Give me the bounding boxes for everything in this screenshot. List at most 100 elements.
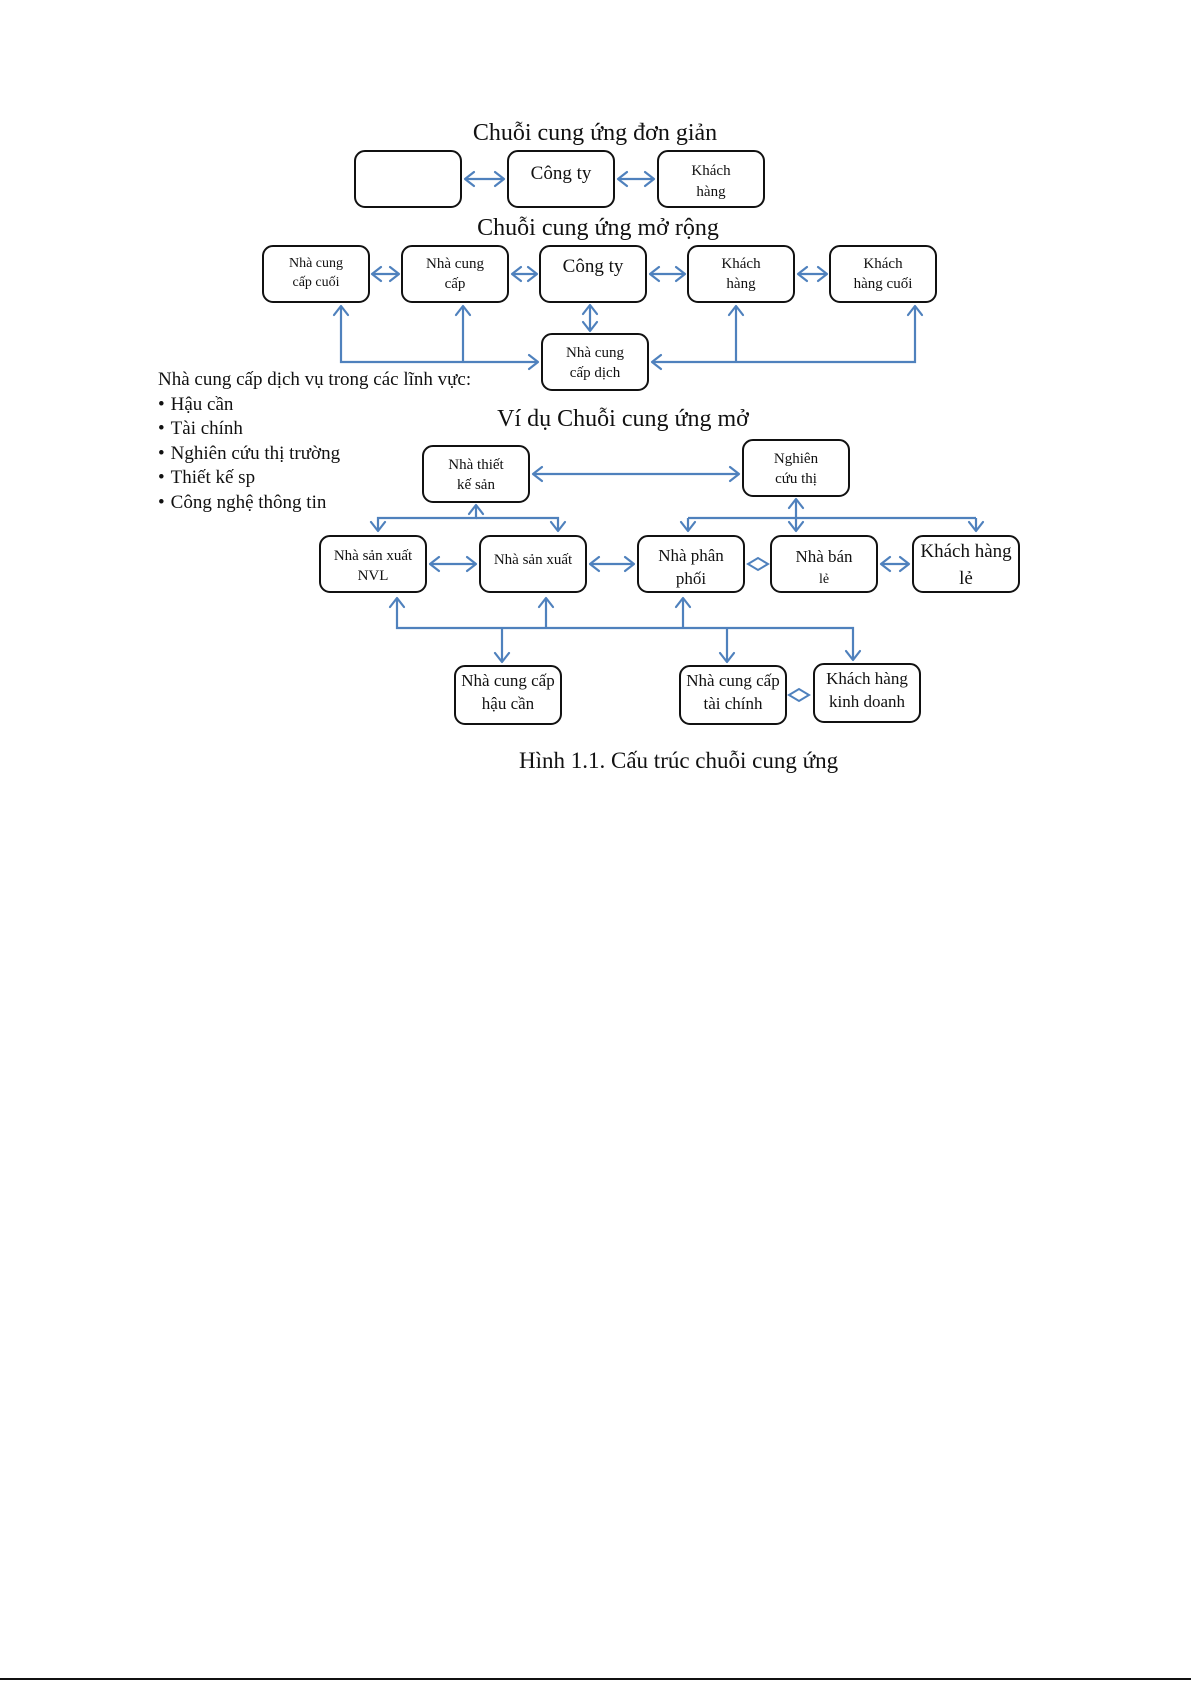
node-research-label-2: cứu thị xyxy=(775,471,817,487)
arrowhead-19 xyxy=(906,304,924,317)
service-item-finance: Tài chính xyxy=(158,417,488,442)
node-retail-customer-label-2: lẻ xyxy=(959,568,973,589)
arrowhead-17 xyxy=(454,304,472,317)
arrowhead-22 xyxy=(728,465,741,483)
node-ultimate-customer-label-2: hàng cuối xyxy=(854,276,913,292)
node-raw-maker: Nhà sản xuất NVL xyxy=(319,535,427,593)
supply-chain-diagram: Chuỗi cung ứng đơn giản Công ty Khách hà… xyxy=(262,120,1020,725)
arrowhead-32 xyxy=(588,555,601,573)
node-ultimate-customer: Khách hàng cuối xyxy=(829,245,937,303)
arrowhead-11 xyxy=(796,265,809,283)
service-provider-list: Nhà cung cấp dịch vụ trong các lĩnh vực:… xyxy=(158,368,488,515)
arrowhead-26 xyxy=(787,497,805,510)
node-supplier: Nhà cung cấp xyxy=(401,245,509,303)
node-business-customer-label-2: kinh doanh xyxy=(829,692,906,711)
arrowhead-25 xyxy=(549,520,567,533)
arrowhead-16 xyxy=(527,353,540,371)
node-simple-customer-label-1: Khách xyxy=(691,163,731,179)
node-ultimate-customer-label-1: Khách xyxy=(863,256,903,272)
arrowhead-15 xyxy=(332,304,350,317)
node-raw-maker-label-1: Nhà sản xuất xyxy=(334,548,413,564)
node-logistics-label-2: hậu cần xyxy=(482,694,535,713)
arrowhead-13 xyxy=(581,303,599,316)
arrowhead-24 xyxy=(369,520,387,533)
node-research: Nghiên cứu thị xyxy=(742,439,850,497)
arrowhead-39 xyxy=(674,596,692,609)
service-list-title: Nhà cung cấp dịch vụ trong các lĩnh vực: xyxy=(158,369,472,390)
arrowhead-37 xyxy=(844,649,862,662)
node-logistics: Nhà cung cấp hậu cần xyxy=(454,665,562,725)
node-ultimate-supplier-label-2: cấp cuối xyxy=(292,275,339,290)
arrowhead-3 xyxy=(616,170,629,188)
arrowhead-31 xyxy=(465,555,478,573)
arrowhead-36 xyxy=(388,596,406,609)
arrowhead-14 xyxy=(581,320,599,333)
connectors xyxy=(332,170,985,703)
node-simple-customer: Khách hàng xyxy=(657,150,765,208)
node-logistics-label-1: Nhà cung cấp xyxy=(461,671,554,690)
node-business-customer-label-1: Khách hàng xyxy=(826,669,908,688)
arrowhead-38 xyxy=(537,596,555,609)
bus-right-connector xyxy=(652,306,917,364)
node-supplier-label-2: cấp xyxy=(445,276,466,292)
node-finance-label-2: tài chính xyxy=(703,694,763,713)
arrowhead-33 xyxy=(623,555,636,573)
node-retailer-label-1: Nhà bán xyxy=(795,547,853,566)
node-customer-label-2: hàng xyxy=(726,276,756,292)
node-retail-customer: Khách hàng lẻ xyxy=(912,535,1020,593)
simple-chain-title: Chuỗi cung ứng đơn giản xyxy=(473,120,717,146)
node-service-provider: Nhà cung cấp dịch xyxy=(541,333,649,391)
arrowhead-41 xyxy=(718,651,736,664)
service-item-market-research: Nghiên cứu thị trường xyxy=(158,442,488,467)
node-distributor-label-1: Nhà phân xyxy=(658,546,724,565)
service-item-logistics: Hậu cần xyxy=(158,393,488,418)
node-maker-label: Nhà sản xuất xyxy=(494,552,573,568)
page-footer-rule xyxy=(0,1678,1191,1680)
node-simple-customer-label-2: hàng xyxy=(696,184,726,200)
arrowhead-20 xyxy=(727,304,745,317)
extended-chain-title: Chuỗi cung ứng mở rộng xyxy=(477,215,719,241)
arrowhead-29 xyxy=(967,520,985,533)
arrowhead-30 xyxy=(428,555,441,573)
example-chain-title: Ví dụ Chuỗi cung ứng mở xyxy=(497,406,749,432)
node-company-label: Công ty xyxy=(563,256,624,277)
arrowhead-5 xyxy=(370,265,383,283)
node-retailer-label-2: lẻ xyxy=(819,572,829,587)
arrowhead-1 xyxy=(463,170,476,188)
arrowhead-7 xyxy=(510,265,523,283)
node-service-provider-label-1: Nhà cung xyxy=(566,345,624,361)
node-ultimate-supplier-label-1: Nhà cung xyxy=(289,256,343,271)
node-company: Công ty xyxy=(539,245,647,303)
node-supplier-label-1: Nhà cung xyxy=(426,256,484,272)
arrowhead-21 xyxy=(531,465,544,483)
node-maker: Nhà sản xuất xyxy=(479,535,587,593)
bus-left-connector xyxy=(339,306,538,364)
node-service-provider-label-2: cấp dịch xyxy=(570,365,621,381)
arrowhead-4 xyxy=(643,170,656,188)
node-blank xyxy=(354,150,462,208)
node-research-label-1: Nghiên xyxy=(774,451,819,467)
node-business-customer: Khách hàng kinh doanh xyxy=(813,663,921,723)
node-customer-label-1: Khách xyxy=(721,256,761,272)
node-retail-customer-label-1: Khách hàng xyxy=(920,541,1012,562)
figure-caption: Hình 1.1. Cấu trúc chuỗi cung ứng xyxy=(519,748,839,773)
node-simple-company-label: Công ty xyxy=(531,163,592,184)
node-raw-maker-label-2: NVL xyxy=(358,568,389,584)
arrowhead-8 xyxy=(526,265,539,283)
node-retailer: Nhà bán lẻ xyxy=(770,535,878,593)
node-distributor: Nhà phân phối xyxy=(637,535,745,593)
arrowhead-40 xyxy=(493,651,511,664)
arrowhead-10 xyxy=(674,265,687,283)
arrowhead-18 xyxy=(650,353,663,371)
diamond-connector xyxy=(746,556,770,572)
node-finance: Nhà cung cấp tài chính xyxy=(679,665,787,725)
node-distributor-label-2: phối xyxy=(676,569,707,588)
arrowhead-27 xyxy=(787,520,805,533)
arrowhead-6 xyxy=(388,265,401,283)
bottom-bus xyxy=(395,598,855,660)
node-simple-company: Công ty xyxy=(507,150,615,208)
node-finance-label-1: Nhà cung cấp xyxy=(686,671,779,690)
arrowhead-12 xyxy=(816,265,829,283)
node-ultimate-supplier: Nhà cung cấp cuối xyxy=(262,245,370,303)
service-item-design: Thiết kế sp xyxy=(158,466,488,491)
